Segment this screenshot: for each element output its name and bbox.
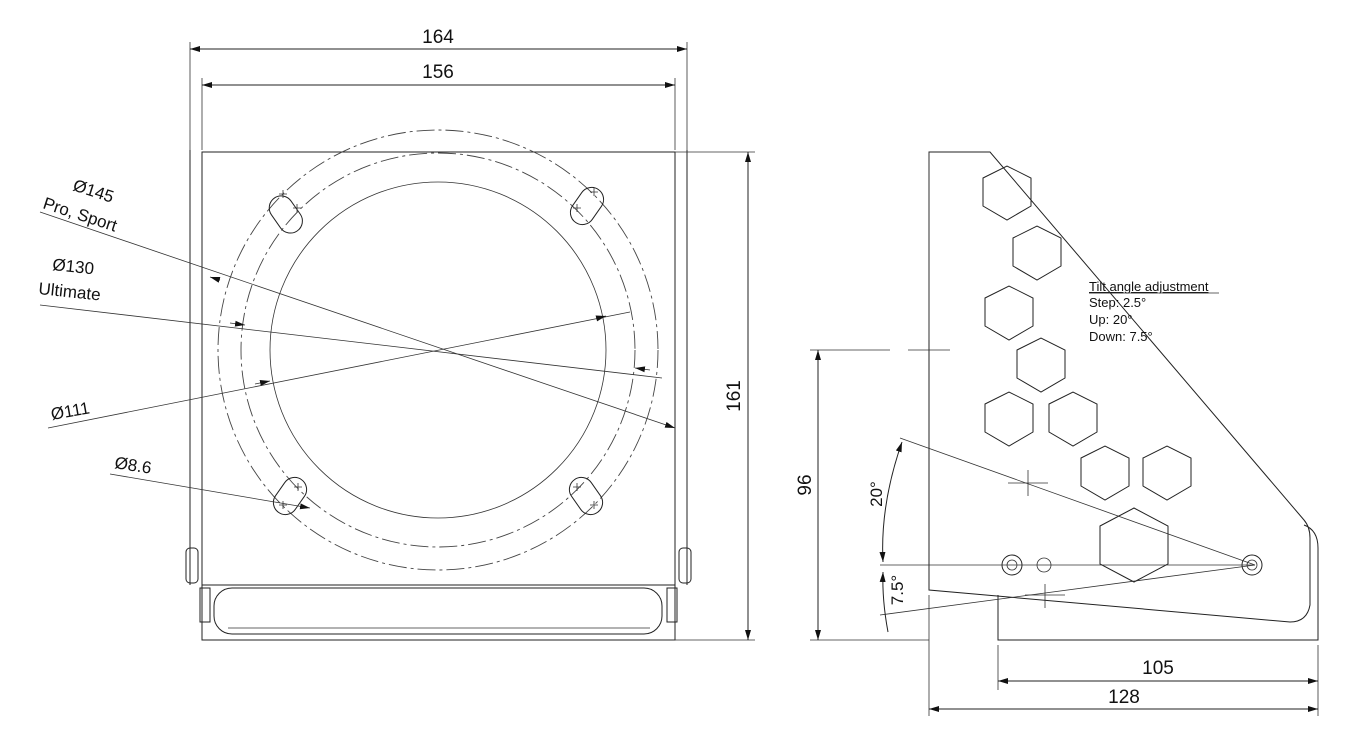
callout-hole-label: Ø8.6	[113, 453, 152, 478]
circle-111	[269, 181, 607, 519]
front-plate	[201, 151, 676, 641]
leader-145	[39, 211, 676, 429]
tilt-note-up: Up: 20°	[1089, 312, 1133, 327]
angle-up-label: 20°	[867, 481, 886, 507]
leader-111	[47, 311, 631, 429]
tilt-note-step: Step: 2.5°	[1089, 295, 1146, 310]
slot-bottom-left	[272, 476, 308, 516]
leader-hole	[109, 473, 311, 510]
callout-111-label: Ø111	[49, 398, 91, 423]
front-handle-bar	[213, 587, 663, 635]
slot-top-right	[569, 186, 605, 226]
dim-label-164: 164	[422, 27, 454, 48]
dim-label-96: 96	[795, 474, 816, 495]
side-bracket-outline	[928, 151, 1311, 623]
callout-130-note: Ultimate	[38, 279, 102, 304]
tilt-note-down: Down: 7.5°	[1089, 329, 1153, 344]
arc-20	[879, 441, 903, 563]
circle-145	[217, 129, 659, 571]
callout-130-label: Ø130	[52, 255, 95, 278]
slot-bottom-right	[568, 476, 604, 516]
tilt-note-title: Tilt angle adjustment	[1089, 279, 1209, 294]
front-view	[39, 42, 755, 641]
dim-label-128: 128	[1108, 687, 1140, 708]
angle-down-label: 7.5°	[888, 575, 907, 605]
arc-7-5	[879, 571, 889, 633]
slot-top-left	[268, 190, 303, 234]
dim-label-105: 105	[1142, 658, 1174, 679]
leader-130	[39, 304, 663, 379]
hex-cutouts	[982, 165, 1192, 583]
side-view	[810, 151, 1319, 716]
dim-label-161: 161	[724, 380, 745, 412]
callout-145-label: Ø145	[71, 176, 116, 207]
dim-label-156: 156	[422, 62, 454, 83]
circle-130	[240, 152, 636, 548]
